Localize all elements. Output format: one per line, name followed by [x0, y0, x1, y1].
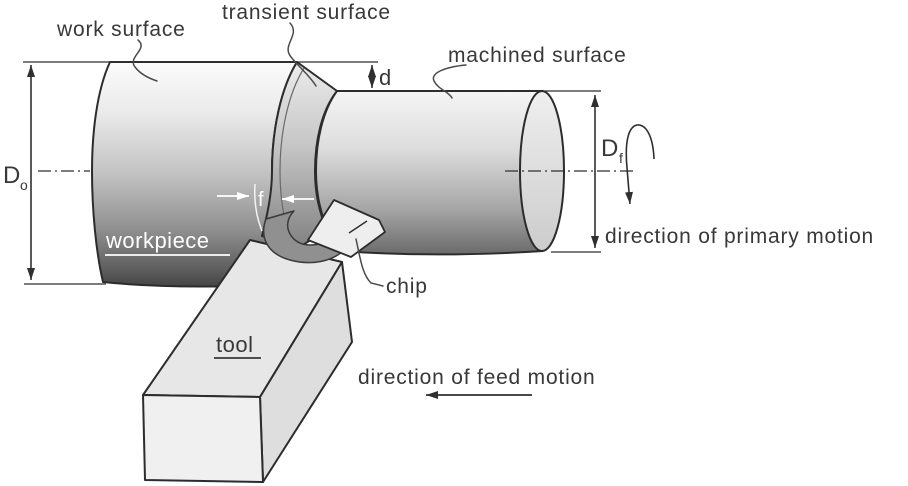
chip-slab	[307, 199, 386, 258]
workpiece-label: workpiece	[105, 228, 210, 253]
feed-dimension-label: f	[258, 189, 264, 211]
machined-surface-leader	[432, 64, 467, 99]
work-surface-label: work surface	[56, 18, 186, 41]
initial-diameter-label: D	[3, 162, 20, 189]
machined-surface-label: machined surface	[448, 44, 627, 67]
depth-of-cut-label: d	[379, 65, 391, 90]
transient-surface-leader	[287, 22, 317, 87]
tool-end-face	[142, 394, 264, 483]
chip-fold-line	[348, 220, 368, 234]
rotation-arrow	[625, 124, 655, 205]
work-surface-leader	[132, 39, 158, 82]
tool-label: tool	[216, 332, 253, 357]
feed-motion-label: direction of feed motion	[358, 366, 596, 389]
tool-body	[142, 239, 353, 483]
chip-label: chip	[386, 275, 428, 298]
final-diameter-label: D	[601, 135, 618, 162]
transient-surface-label: transient surface	[222, 1, 391, 24]
initial-diameter-subscript: o	[20, 177, 28, 193]
primary-motion-label: direction of primary motion	[605, 225, 874, 248]
chip-leader	[355, 238, 384, 287]
feed-mark-line	[254, 183, 263, 232]
final-diameter-subscript: f	[619, 150, 623, 166]
